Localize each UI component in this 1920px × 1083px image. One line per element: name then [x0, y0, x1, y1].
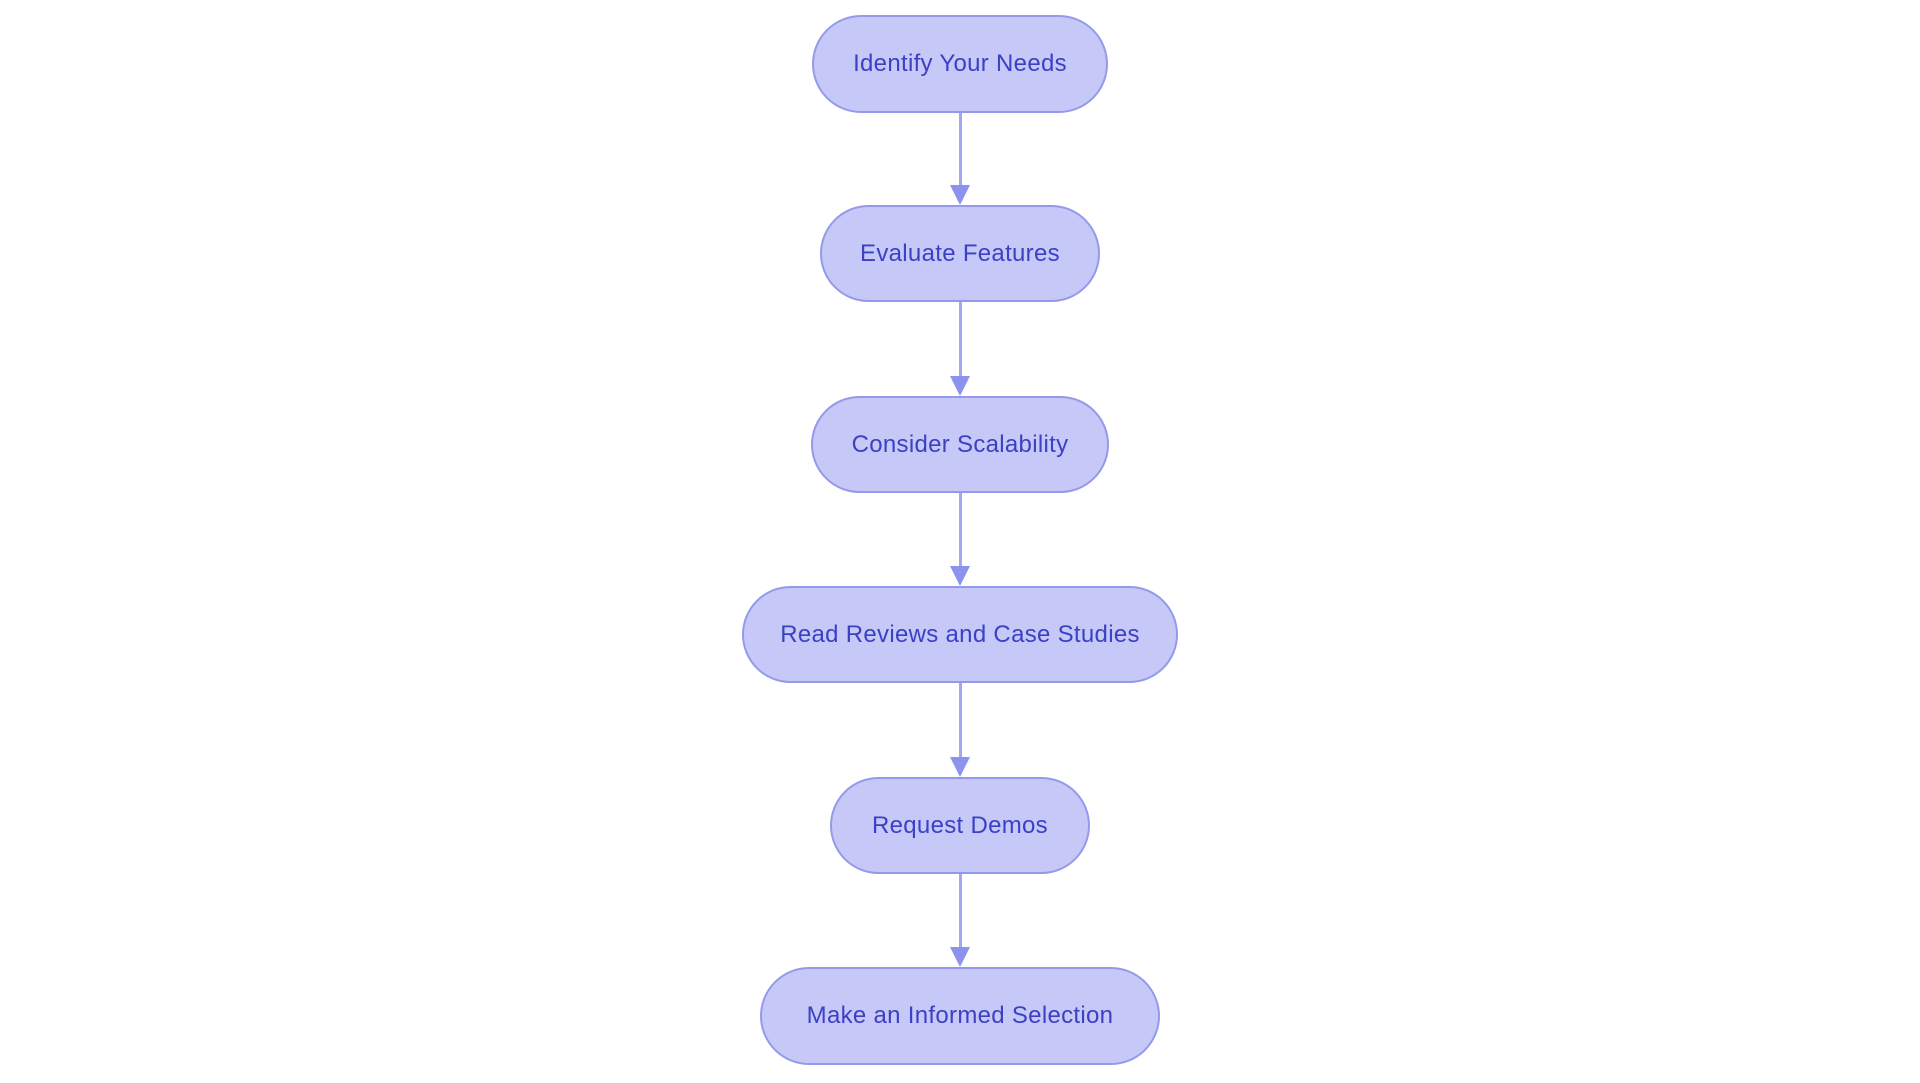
- flow-arrow-2-to-3: [950, 302, 970, 396]
- arrow-head-icon: [950, 947, 970, 967]
- flow-node-read-reviews-and-case-studies: Read Reviews and Case Studies: [742, 586, 1178, 683]
- flow-node-identify-your-needs: Identify Your Needs: [812, 15, 1108, 113]
- flow-node-label: Read Reviews and Case Studies: [780, 620, 1140, 648]
- flow-node-make-an-informed-selection: Make an Informed Selection: [760, 967, 1160, 1065]
- arrow-shaft: [958, 874, 962, 947]
- arrow-head-icon: [950, 185, 970, 205]
- flow-arrow-4-to-5: [950, 683, 970, 777]
- flow-node-evaluate-features: Evaluate Features: [820, 205, 1100, 302]
- arrow-head-icon: [950, 757, 970, 777]
- flow-node-label: Request Demos: [872, 811, 1048, 839]
- flow-node-label: Identify Your Needs: [853, 50, 1067, 77]
- arrow-head-icon: [950, 376, 970, 396]
- flow-arrow-1-to-2: [950, 113, 970, 205]
- flow-node-consider-scalability: Consider Scalability: [811, 396, 1109, 493]
- arrow-head-icon: [950, 566, 970, 586]
- arrow-shaft: [958, 683, 962, 757]
- flow-arrow-3-to-4: [950, 493, 970, 586]
- arrow-shaft: [958, 493, 962, 566]
- arrow-shaft: [958, 113, 962, 185]
- flow-node-label: Evaluate Features: [860, 239, 1060, 267]
- flow-node-request-demos: Request Demos: [830, 777, 1090, 874]
- flow-arrow-5-to-6: [950, 874, 970, 967]
- arrow-shaft: [958, 302, 962, 376]
- flow-node-label: Make an Informed Selection: [806, 1002, 1114, 1029]
- flow-node-label: Consider Scalability: [851, 430, 1069, 458]
